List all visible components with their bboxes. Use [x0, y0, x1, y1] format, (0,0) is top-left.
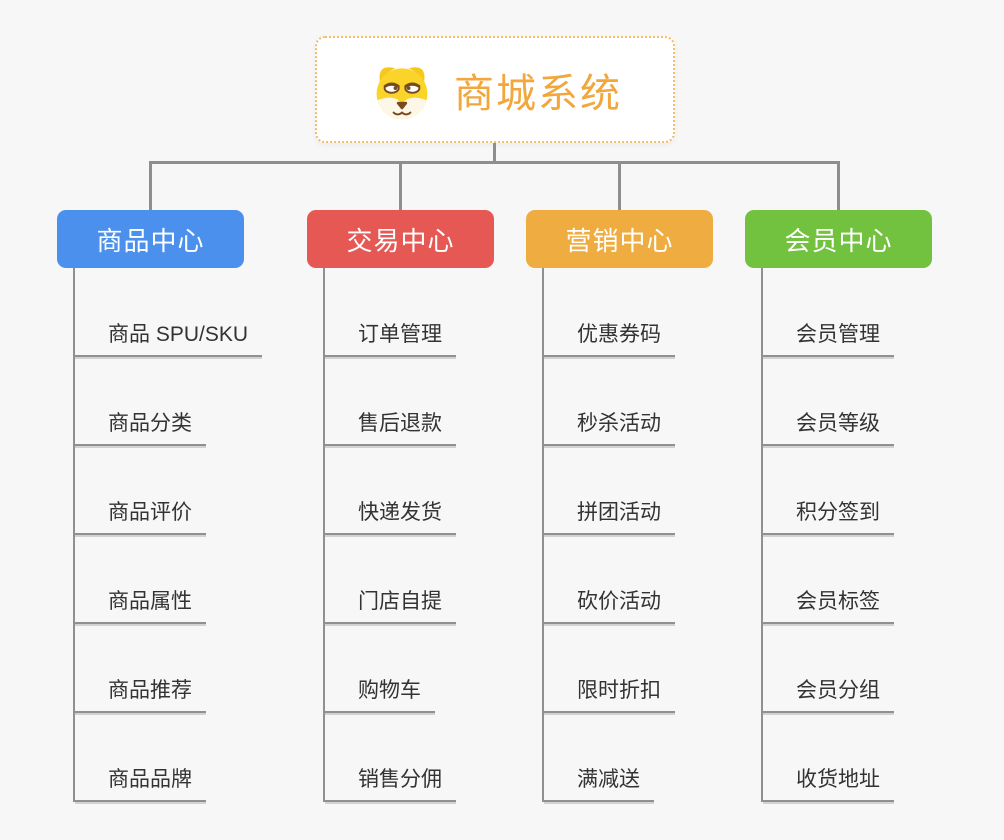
- leaf-node-product-attribute[interactable]: 商品属性: [75, 589, 206, 624]
- leaf-node-full-reduction[interactable]: 满减送: [544, 767, 654, 802]
- leaf-node-product-category[interactable]: 商品分类: [75, 411, 206, 446]
- leaf-node-express-shipping[interactable]: 快递发货: [325, 500, 456, 535]
- leaf-node-product-review[interactable]: 商品评价: [75, 500, 206, 535]
- connector-drop-product: [149, 161, 152, 210]
- leaf-node-points-checkin[interactable]: 积分签到: [763, 500, 894, 535]
- leaf-column-trade: 订单管理 售后退款 快递发货 门店自提 购物车 销售分佣: [323, 268, 456, 802]
- leaf-column-marketing: 优惠券码 秒杀活动 拼团活动 砍价活动 限时折扣 满减送: [542, 268, 675, 802]
- branch-node-product-center[interactable]: 商品中心: [57, 210, 244, 268]
- connector-drop-member: [837, 161, 840, 210]
- leaf-node-order-management[interactable]: 订单管理: [325, 322, 456, 357]
- leaf-node-member-level[interactable]: 会员等级: [763, 411, 894, 446]
- leaf-node-aftersale-refund[interactable]: 售后退款: [325, 411, 456, 446]
- root-title: 商城系统: [454, 71, 622, 116]
- branch-node-member-center[interactable]: 会员中心: [745, 210, 932, 268]
- leaf-node-group-buy[interactable]: 拼团活动: [544, 500, 675, 535]
- branch-node-trade-center[interactable]: 交易中心: [307, 210, 494, 268]
- root-node[interactable]: 商城系统: [315, 36, 675, 143]
- leaf-column-product: 商品 SPU/SKU 商品分类 商品评价 商品属性 商品推荐 商品品牌: [73, 268, 263, 802]
- leaf-column-member: 会员管理 会员等级 积分签到 会员标签 会员分组 收货地址: [761, 268, 894, 802]
- connector-drop-trade: [399, 161, 402, 210]
- branch-node-marketing-center[interactable]: 营销中心: [526, 210, 713, 268]
- leaf-node-product-recommend[interactable]: 商品推荐: [75, 678, 206, 713]
- leaf-node-shipping-address[interactable]: 收货地址: [763, 767, 894, 802]
- leaf-node-shopping-cart[interactable]: 购物车: [325, 678, 435, 713]
- leaf-node-time-discount[interactable]: 限时折扣: [544, 678, 675, 713]
- dog-face-icon: [376, 66, 428, 119]
- leaf-node-member-group[interactable]: 会员分组: [763, 678, 894, 713]
- leaf-node-coupon-code[interactable]: 优惠券码: [544, 322, 675, 357]
- leaf-node-member-tag[interactable]: 会员标签: [763, 589, 894, 624]
- leaf-node-product-brand[interactable]: 商品品牌: [75, 767, 206, 802]
- leaf-node-member-management[interactable]: 会员管理: [763, 322, 894, 357]
- leaf-node-store-pickup[interactable]: 门店自提: [325, 589, 456, 624]
- connector-horizontal-bus: [149, 161, 840, 164]
- connector-root-trunk: [493, 143, 496, 164]
- leaf-node-sales-commission[interactable]: 销售分佣: [325, 767, 456, 802]
- leaf-node-flash-sale[interactable]: 秒杀活动: [544, 411, 675, 446]
- leaf-node-bargain-activity[interactable]: 砍价活动: [544, 589, 675, 624]
- leaf-node-product-spu-sku[interactable]: 商品 SPU/SKU: [75, 322, 263, 357]
- connector-drop-marketing: [618, 161, 621, 210]
